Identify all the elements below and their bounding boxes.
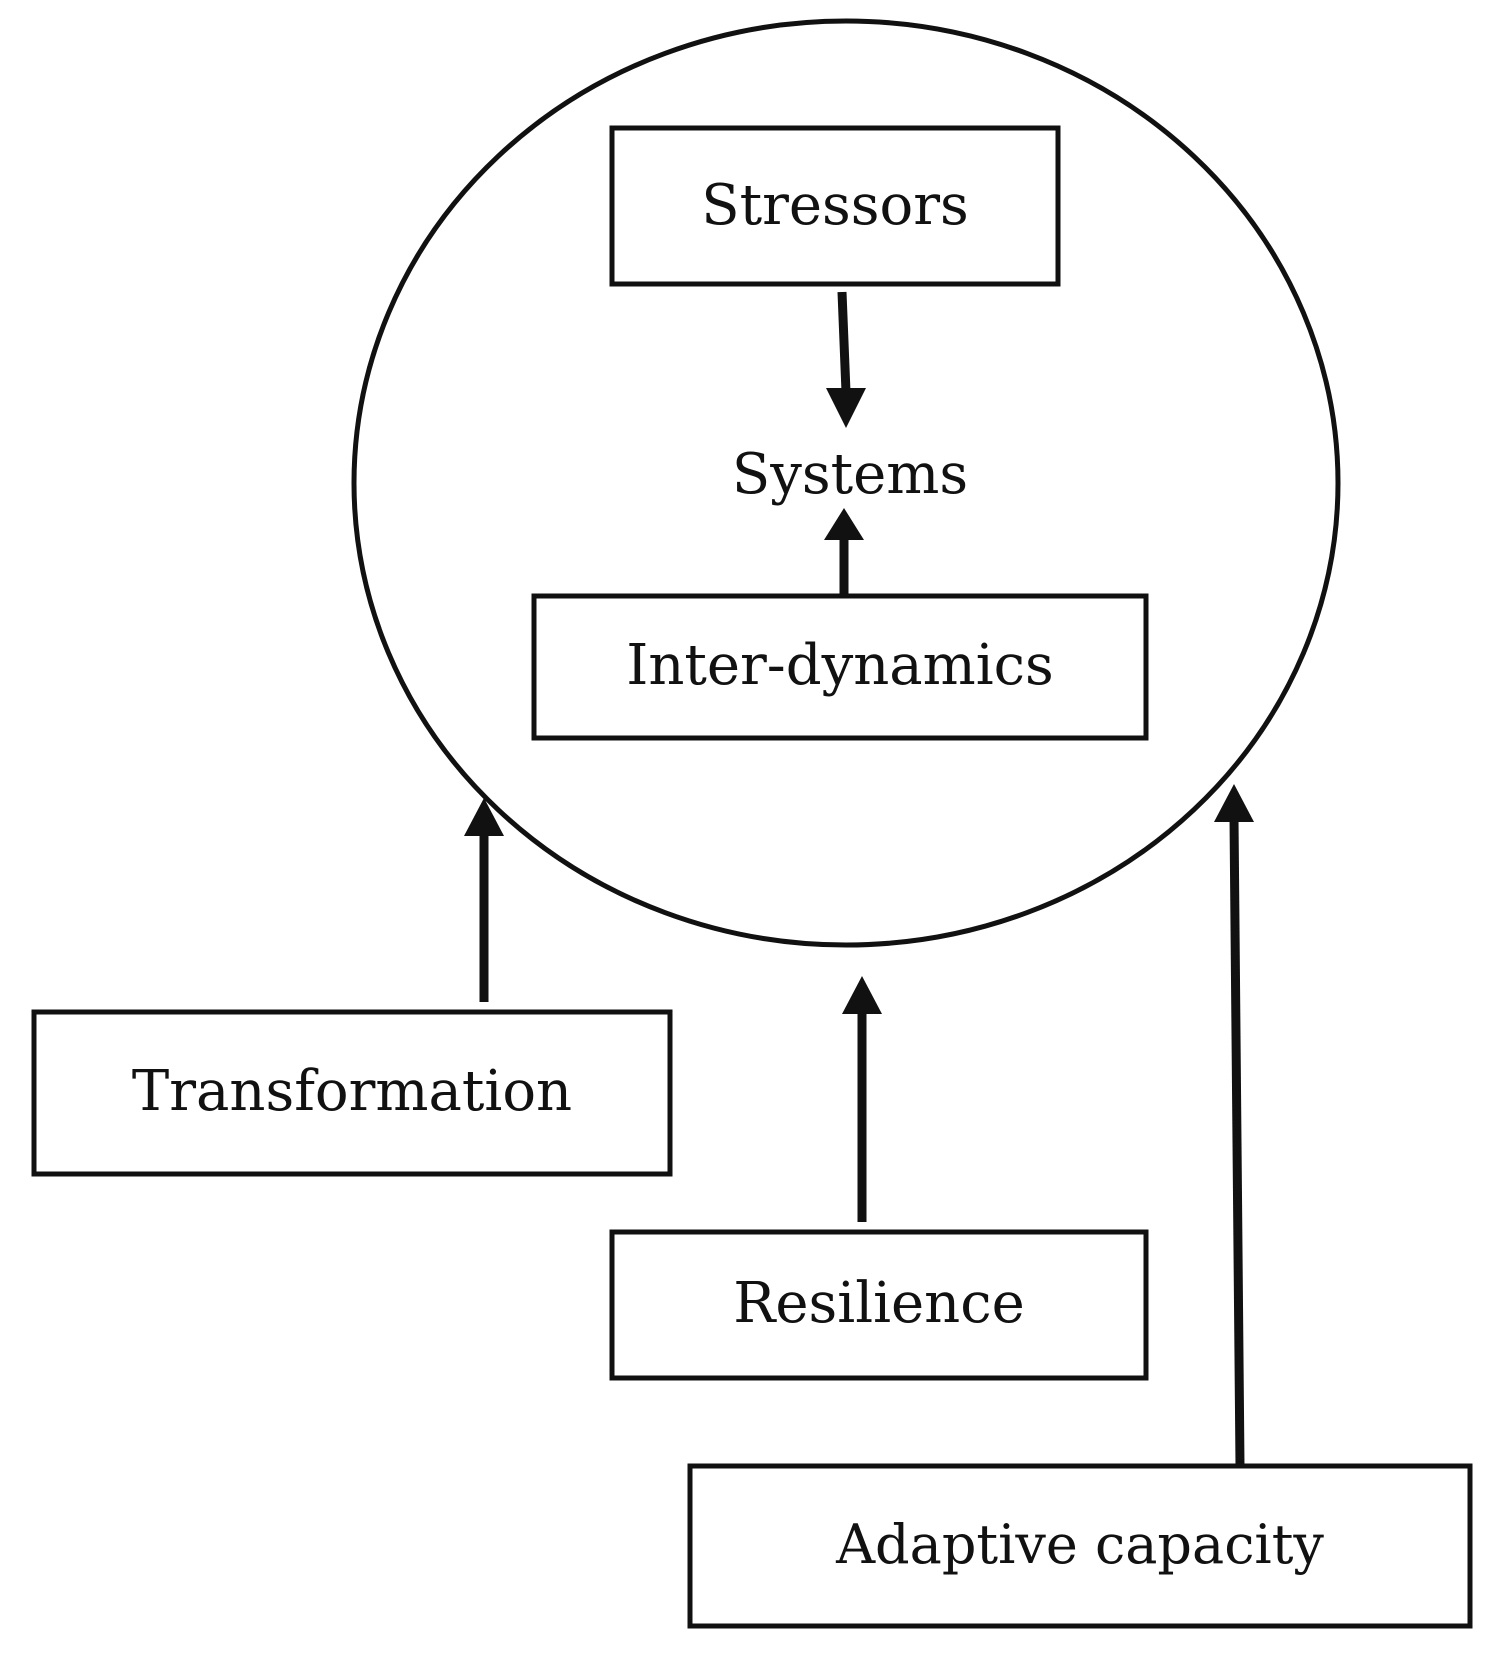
stressors-label: Stressors	[701, 173, 969, 238]
arrow-stressors-to-systems	[826, 291, 866, 428]
inter-dynamics-label: Inter-dynamics	[626, 633, 1054, 698]
adaptive-capacity-label: Adaptive capacity	[836, 1513, 1324, 1576]
resilience-label: Resilience	[733, 1271, 1025, 1336]
system-circle	[351, 18, 1341, 948]
transformation-box	[31, 1009, 673, 1177]
arrow-adaptive-to-circle	[1214, 784, 1254, 1467]
resilience-box	[609, 1229, 1149, 1381]
transformation-label: Transformation	[131, 1059, 573, 1124]
arrow-resilience-to-circle	[842, 976, 882, 1222]
arrow-transformation-to-circle	[464, 798, 504, 1002]
adaptive-capacity-box	[687, 1463, 1473, 1629]
arrow-interdynamics-to-systems	[824, 508, 864, 594]
inter-dynamics-box	[531, 593, 1149, 741]
systems-label: Systems	[731, 442, 969, 507]
stressors-box	[609, 125, 1061, 287]
